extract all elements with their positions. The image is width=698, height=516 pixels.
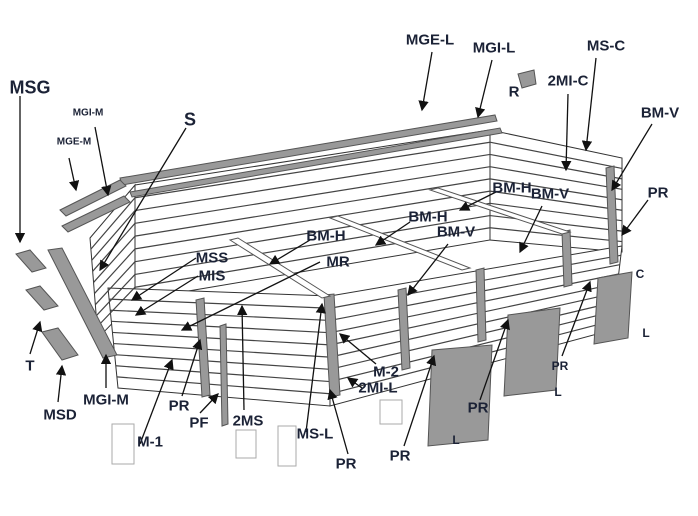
wall-plank-line: [489, 166, 623, 190]
wall-plank-line: [329, 282, 618, 346]
label-l-1: L: [452, 433, 460, 447]
rail-mgi-l: [129, 127, 503, 198]
wall-plank-line: [329, 301, 616, 370]
label-bm-v-3: BM-V: [436, 223, 476, 241]
label-s: S: [183, 109, 197, 130]
wall-plank-line: [94, 261, 136, 306]
wall-plank-line: [134, 202, 491, 263]
post-pf: [219, 323, 229, 427]
part-msd: [41, 327, 79, 361]
wall-plank-line: [329, 292, 617, 358]
label-mgi-m-top: MGI-M: [72, 107, 104, 119]
label-mge-m: MGE-M: [56, 136, 92, 148]
label-mss: MSS: [195, 249, 229, 267]
post-bm-v-2: [475, 267, 487, 343]
label-l-3: L: [642, 326, 650, 340]
label-r: R: [508, 83, 520, 101]
label-2mi-c: 2MI-C: [547, 72, 589, 90]
wall-plank-line: [91, 210, 136, 261]
label-mgi-l: MGI-L: [472, 39, 516, 57]
label-ms-l: MS-L: [296, 425, 334, 443]
label-t: T: [25, 357, 35, 375]
label-2mi-l: 2MI-L: [358, 379, 398, 397]
sample-ms-l: [277, 425, 297, 467]
label-mis: MIS: [198, 267, 226, 285]
wall-plank-line: [489, 141, 623, 170]
label-m-1: M-1: [137, 433, 163, 451]
wall-plank-line: [489, 153, 623, 180]
label-pr-1: PR: [647, 184, 669, 202]
label-2ms: 2MS: [232, 412, 264, 430]
label-bm-v-2: BM-V: [530, 185, 570, 203]
sample-2ms: [235, 429, 257, 459]
label-pr-4: PR: [389, 447, 411, 465]
wall-plank-line: [134, 214, 491, 276]
label-mr: MR: [326, 253, 350, 271]
wall-plank-line: [329, 254, 621, 309]
wall-plank-line: [134, 153, 491, 212]
wall-plank-line: [134, 190, 491, 250]
wall-plank-line: [109, 298, 331, 309]
wall-plank-line: [134, 166, 491, 224]
label-bm-h-1: BM-H: [492, 179, 532, 197]
beam-bm-h-1: [228, 237, 332, 299]
label-pf: PF: [189, 414, 209, 432]
wall-plank-line: [95, 274, 136, 317]
label-pr-5: PR: [467, 399, 489, 417]
post-bm-v-1: [397, 287, 411, 371]
wall-plank-line: [93, 235, 136, 283]
wall-plank-line: [489, 190, 623, 211]
wall-plank-line: [94, 248, 136, 294]
liner-l-2: [503, 307, 561, 397]
beam-bm-h-2: [328, 215, 472, 271]
label-pr-6: PR: [551, 359, 569, 373]
wall-plank-line: [90, 197, 136, 250]
beam-bm-h-3: [428, 187, 572, 235]
label-c: C: [635, 267, 645, 281]
label-pr-2: PR: [168, 397, 190, 415]
wall-plank-line: [96, 286, 136, 328]
sample-m-2: [379, 399, 403, 425]
wall-plank-line: [489, 202, 623, 222]
liner-l-3: [593, 271, 633, 345]
wall-plank-line: [489, 178, 623, 201]
wall-plank-line: [134, 178, 491, 237]
label-mge-l: MGE-L: [405, 31, 455, 49]
post-bm-v-3: [561, 229, 573, 288]
label-msd: MSD: [43, 406, 77, 424]
label-bm-h-3: BM-H: [306, 227, 346, 245]
label-pr-3: PR: [335, 455, 357, 473]
label-mgi-m-bottom: MGI-M: [83, 391, 129, 409]
label-m-2: M-2: [373, 363, 399, 381]
wall-plank-line: [489, 214, 623, 232]
bracket-r: [517, 69, 537, 89]
front-left-wall: [107, 287, 331, 407]
wall-plank-line: [110, 309, 331, 322]
label-bm-v-1: BM-V: [640, 104, 680, 122]
liner-l-1: [427, 344, 493, 447]
part-t-1: [15, 249, 47, 273]
label-ms-c: MS-C: [586, 37, 626, 55]
wall-plank-line: [134, 227, 491, 288]
wall-plank-line: [134, 141, 491, 199]
label-bm-h-2: BM-H: [408, 208, 448, 226]
part-mgi-m: [47, 247, 118, 359]
sample-m-1: [111, 423, 135, 465]
wall-plank-line: [489, 227, 623, 243]
post-ms-l: [323, 293, 341, 398]
label-msg: MSG: [9, 77, 51, 98]
label-l-2: L: [554, 385, 562, 399]
part-t-2: [25, 285, 59, 311]
